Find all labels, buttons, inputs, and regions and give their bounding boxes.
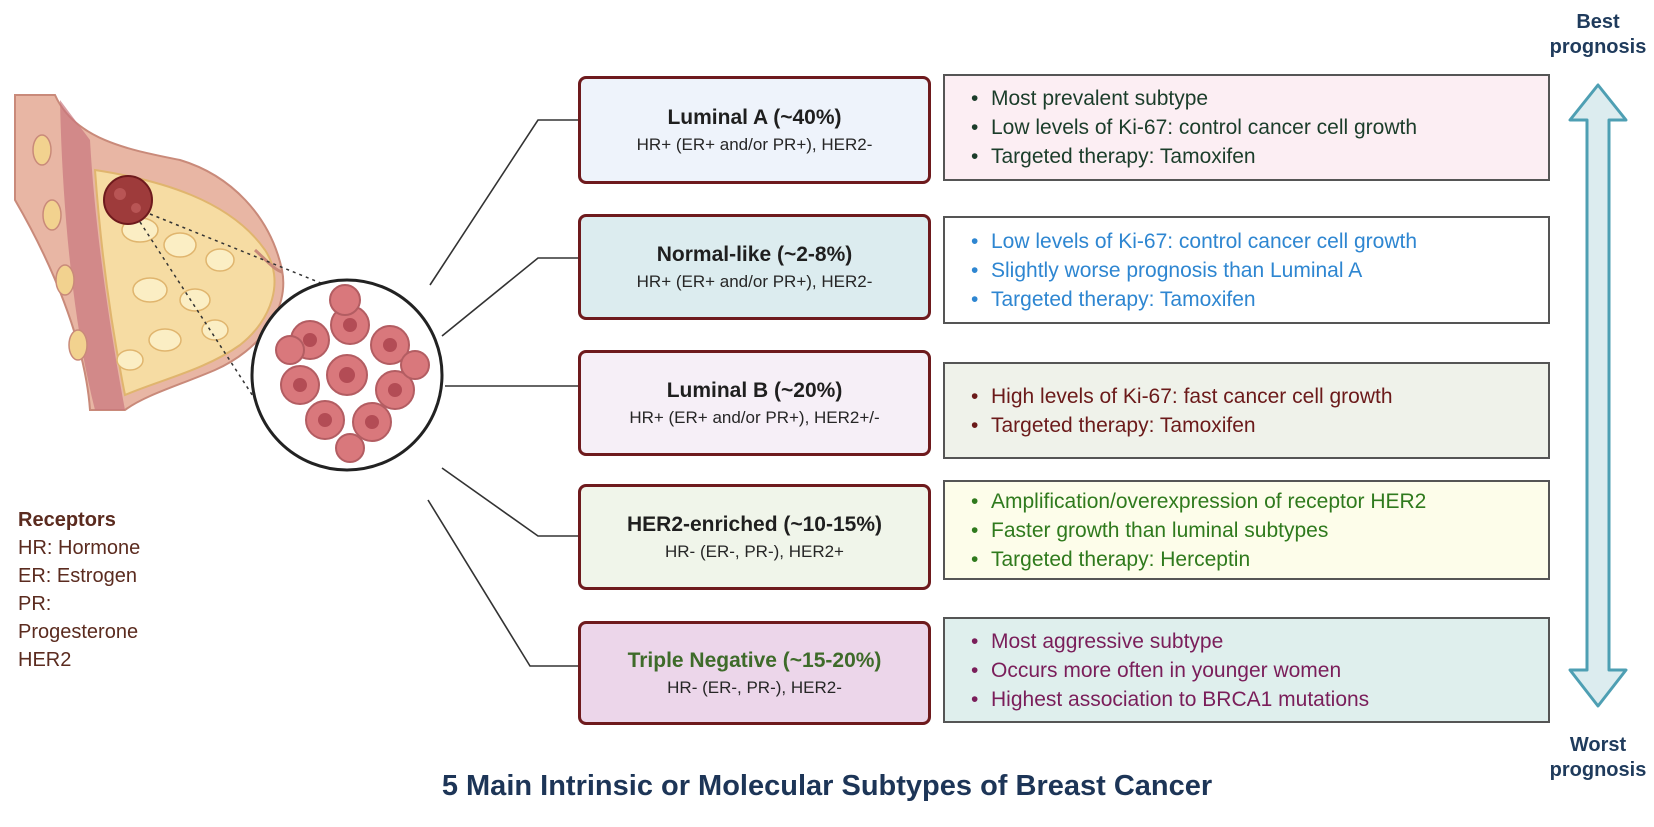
best-prognosis-label-line: prognosis: [1549, 36, 1647, 58]
description-point: Slightly worse prognosis than Luminal A: [971, 256, 1548, 285]
description-point: Low levels of Ki-67: control cancer cell…: [971, 113, 1548, 142]
subtype-box-luminal-b: Luminal B (~20%) HR+ (ER+ and/or PR+), H…: [578, 350, 931, 456]
receptor-item: HER2: [18, 649, 72, 671]
subtype-receptors: HR- (ER-, PR-), HER2-: [667, 678, 842, 697]
connector-lines: [427, 119, 578, 667]
receptor-item: PR:: [18, 593, 52, 615]
description-box-luminal-a: Most prevalent subtype Low levels of Ki-…: [943, 74, 1550, 181]
subtype-box-luminal-a: Luminal A (~40%) HR+ (ER+ and/or PR+), H…: [578, 76, 931, 184]
description-box-triple-negative: Most aggressive subtype Occurs more ofte…: [943, 617, 1550, 723]
receptor-item: HR: Hormone: [18, 537, 141, 559]
subtype-receptors: HR+ (ER+ and/or PR+), HER2+/-: [629, 408, 880, 427]
subtype-box-triple-negative: Triple Negative (~15-20%) HR- (ER-, PR-)…: [578, 621, 931, 725]
receptors-legend: Receptors HR: Hormone ER: Estrogen PR: P…: [18, 506, 140, 674]
subtype-box-normal-like: Normal-like (~2-8%) HR+ (ER+ and/or PR+)…: [578, 214, 931, 320]
description-point: Occurs more often in younger women: [971, 656, 1548, 685]
worst-prognosis-label-line: prognosis: [1549, 759, 1647, 781]
description-box-luminal-b: High levels of Ki-67: fast cancer cell g…: [943, 362, 1550, 459]
figure-title: 5 Main Intrinsic or Molecular Subtypes o…: [441, 770, 1213, 802]
subtype-name: HER2-enriched (~10-15%): [626, 513, 882, 536]
description-point: Targeted therapy: Tamoxifen: [971, 411, 1548, 440]
description-point: Most prevalent subtype: [971, 84, 1548, 113]
tumor-icon: [103, 175, 153, 225]
subtype-box-her2-enriched: HER2-enriched (~10-15%) HR- (ER-, PR-), …: [578, 484, 931, 590]
description-point: Amplification/overexpression of receptor…: [971, 487, 1548, 516]
description-point: Targeted therapy: Tamoxifen: [971, 285, 1548, 314]
best-prognosis-label-line: Best: [1576, 11, 1620, 33]
subtype-name: Triple Negative (~15-20%): [627, 649, 882, 672]
receptor-item: Progesterone: [18, 621, 139, 643]
description-point: Highest association to BRCA1 mutations: [971, 685, 1548, 714]
best-prognosis-label: Best prognosis: [1523, 10, 1654, 60]
description-box-normal-like: Low levels of Ki-67: control cancer cell…: [943, 216, 1550, 324]
description-box-her2-enriched: Amplification/overexpression of receptor…: [943, 480, 1550, 580]
subtype-receptors: HR- (ER-, PR-), HER2+: [665, 542, 844, 561]
subtype-receptors: HR+ (ER+ and/or PR+), HER2-: [636, 135, 873, 154]
description-point: Most aggressive subtype: [971, 627, 1548, 656]
subtype-name: Luminal B (~20%): [666, 379, 843, 402]
description-point: Targeted therapy: Tamoxifen: [971, 142, 1548, 171]
subtype-name: Normal-like (~2-8%): [656, 243, 853, 266]
description-point: High levels of Ki-67: fast cancer cell g…: [971, 382, 1548, 411]
subtype-receptors: HR+ (ER+ and/or PR+), HER2-: [636, 272, 873, 291]
description-point: Targeted therapy: Herceptin: [971, 545, 1548, 574]
breast-cross-section-icon: [14, 94, 285, 411]
prognosis-double-arrow-icon: [1568, 83, 1628, 708]
receptors-heading: Receptors: [18, 509, 116, 531]
worst-prognosis-label: Worst prognosis: [1523, 733, 1654, 783]
description-point: Low levels of Ki-67: control cancer cell…: [971, 227, 1548, 256]
worst-prognosis-label-line: Worst: [1569, 734, 1627, 756]
description-point: Faster growth than luminal subtypes: [971, 516, 1548, 545]
receptor-item: ER: Estrogen: [18, 565, 137, 587]
cancer-cell-cluster-icon: [250, 278, 444, 472]
subtype-name: Luminal A (~40%): [667, 106, 842, 129]
